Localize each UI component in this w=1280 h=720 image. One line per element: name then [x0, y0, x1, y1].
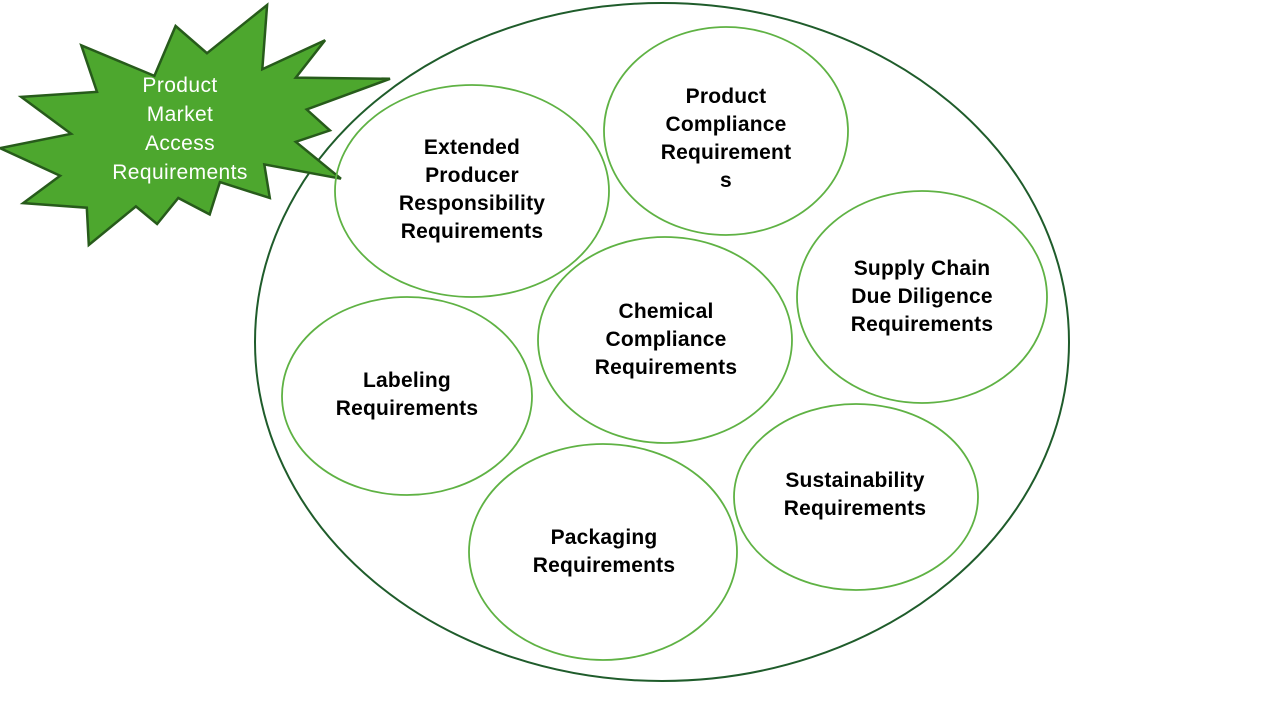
circle-product-compliance [603, 26, 849, 236]
circle-packaging [468, 443, 738, 661]
circle-supply-chain-due-diligence [796, 190, 1048, 404]
circle-labeling [281, 296, 533, 496]
circle-extended-producer-responsibility [334, 84, 610, 298]
outer-group-ellipse [254, 2, 1070, 682]
circle-chemical-compliance [537, 236, 793, 444]
starburst-shape [0, 5, 390, 245]
circle-sustainability [733, 403, 979, 591]
starburst-outline [0, 2, 391, 248]
